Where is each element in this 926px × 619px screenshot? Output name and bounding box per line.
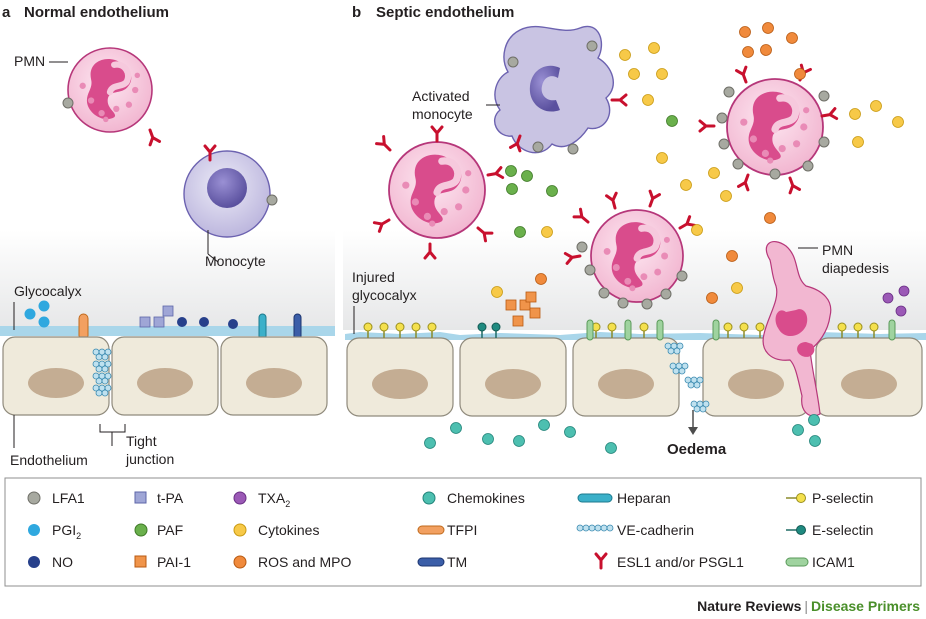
pmn-cell-septic [389, 142, 485, 238]
pmn-diapedesis-label-1: PMN [822, 242, 853, 258]
lfa1-icon [27, 491, 41, 505]
endothelial-cell [459, 337, 567, 417]
chemokine-dots [424, 414, 821, 454]
legend-box [4, 477, 922, 587]
legend-label-no: NO [52, 554, 73, 570]
pgi2-dot [24, 308, 36, 320]
legend-label-pai1: PAI-1 [157, 554, 191, 570]
activated-monocyte-label-2: monocyte [412, 106, 473, 122]
injured-glycocalyx-label-1: Injured [352, 269, 395, 285]
ros-mpo-dots [535, 22, 806, 304]
legend-label-txa2: TXA2 [258, 490, 290, 509]
monocyte-label: Monocyte [205, 253, 266, 269]
panel-a: a Normal endothelium PMN Monocyte Glycoc… [0, 4, 335, 468]
glycocalyx-label: Glycocalyx [14, 283, 82, 299]
activated-monocyte-label-1: Activated [412, 88, 470, 104]
ros-mpo-icon [233, 555, 247, 569]
legend-label-icam1: ICAM1 [812, 554, 855, 570]
panel-b-letter: b [352, 4, 361, 21]
legend-label-tpa: t-PA [157, 490, 184, 506]
pai1-icon [134, 555, 147, 568]
legend-label-cytokines: Cytokines [258, 522, 319, 538]
paf-icon [134, 523, 148, 537]
no-icon [28, 556, 40, 568]
endothelial-cell [572, 337, 680, 417]
activated-monocyte [494, 25, 628, 155]
panel-b-title: Septic endothelium [376, 4, 514, 21]
no-dot [199, 317, 209, 327]
paf-dots [505, 115, 678, 238]
pmn-diapedesis [762, 241, 832, 417]
legend-label-tm: TM [447, 554, 467, 570]
legend-label-ros-mpo: ROS and MPO [258, 554, 351, 570]
legend-label-p-selectin: P-selectin [812, 490, 873, 506]
pgi2-dot [38, 316, 50, 328]
legend-label-lfa1: LFA1 [52, 490, 85, 506]
oedema-label: Oedema [667, 441, 727, 458]
legend-label-esl1-psgl1: ESL1 and/or PSGL1 [617, 554, 744, 570]
tfpi-icon [417, 525, 445, 535]
endothelial-cell [346, 337, 454, 417]
pgi2-dot [38, 300, 50, 312]
credit-series: Disease Primers [811, 598, 920, 614]
txa2-dots [882, 285, 910, 317]
tpa-icon [134, 491, 147, 504]
tpa-square [153, 316, 165, 328]
tight-junction-label-2: junction [125, 451, 174, 467]
journal-credit: Nature Reviews|Disease Primers [697, 598, 920, 614]
legend-label-chemokines: Chemokines [447, 490, 525, 506]
injured-glycocalyx-label-2: glycocalyx [352, 287, 417, 303]
txa2-icon [233, 491, 247, 505]
pmn-lfa1-cluster [563, 189, 697, 310]
legend-label-tfpi: TFPI [447, 522, 477, 538]
no-dot [177, 317, 187, 327]
tpa-square [139, 316, 151, 328]
lfa1-marker [62, 97, 74, 109]
pgi2-icon [28, 524, 40, 536]
heparan-icon [577, 493, 613, 503]
endothelial-cell [111, 336, 219, 416]
icam1-icon [785, 557, 809, 567]
legend-label-paf: PAF [157, 522, 183, 538]
esl1-receptor [143, 126, 161, 147]
panel-a-letter: a [2, 4, 11, 21]
endothelial-cell [220, 336, 328, 416]
panel-b: b Septic endothelium Activated monocyte [343, 4, 926, 458]
tight-junction-label-1: Tight [126, 433, 157, 449]
legend-label-ve-cadherin: VE-cadherin [617, 522, 694, 538]
p-selectin-icon [786, 493, 806, 503]
legend: LFA1 PGI2 NO t-PA PAF PAI-1 TXA2 Cytokin… [4, 477, 922, 587]
legend-label-e-selectin: E-selectin [812, 522, 873, 538]
credit-separator: | [804, 598, 809, 614]
tm-icon [417, 557, 445, 567]
pmn-diapedesis-label-2: diapedesis [822, 260, 889, 276]
e-selectin-icon [786, 525, 806, 535]
credit-journal: Nature Reviews [697, 598, 802, 614]
no-dot [228, 319, 238, 329]
endothelium-label: Endothelium [10, 452, 88, 468]
endothelial-cell [815, 337, 923, 417]
pmn-lfa1-cluster [698, 63, 839, 195]
glycocalyx-layer-normal [0, 326, 335, 336]
monocyte-normal [183, 144, 278, 238]
pai1-squares [505, 291, 541, 327]
ve-cadherin-icon [576, 524, 614, 532]
cytokine-dots [491, 42, 904, 298]
legend-label-heparan: Heparan [617, 490, 671, 506]
cytokines-icon [233, 523, 247, 537]
pmn-cell-normal [68, 48, 152, 132]
tpa-square [162, 305, 174, 317]
legend-label-pgi2: PGI2 [52, 522, 81, 541]
tfpi-bar [78, 313, 89, 341]
pmn-label: PMN [14, 53, 45, 69]
chemokines-icon [422, 491, 436, 505]
panel-a-title: Normal endothelium [24, 4, 169, 21]
